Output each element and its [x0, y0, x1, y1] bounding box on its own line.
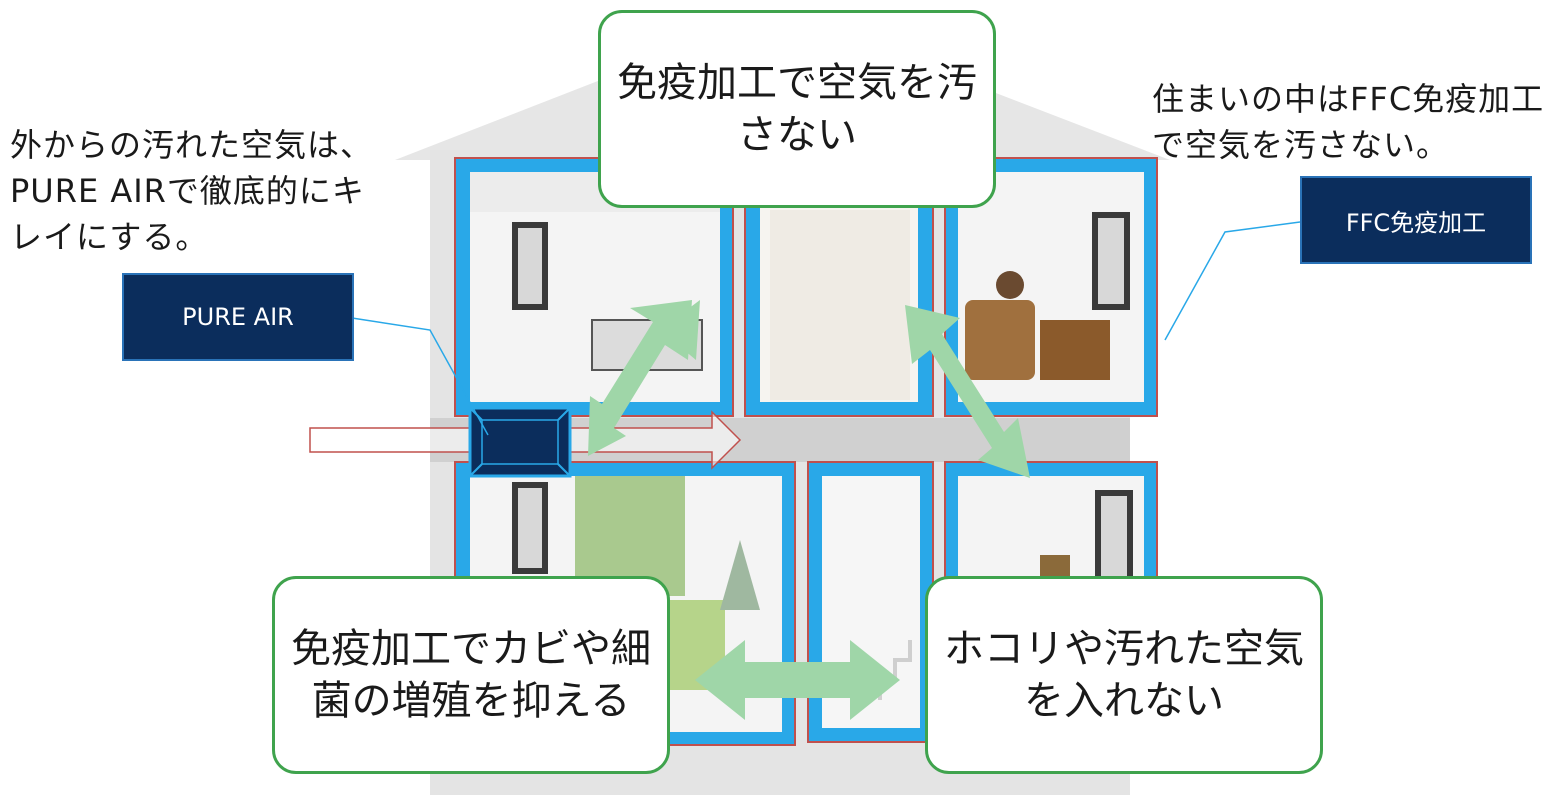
callout-bottom-right: ホコリや汚れた空気を入れない: [925, 576, 1323, 774]
callout-bottom-left: 免疫加工でカビや細菌の増殖を抑える: [272, 576, 670, 774]
callout-top-text: 免疫加工で空気を汚さない: [617, 60, 977, 158]
leader-line-pure-air: [351, 317, 489, 436]
green-arrow-right-diagonal: [905, 305, 1030, 478]
note-left: 外からの汚れた空気は、PURE AIRで徹底的にキレイにする。: [10, 126, 374, 256]
armchair: [965, 300, 1035, 380]
person: [996, 271, 1024, 299]
leader-line-ffc: [1164, 221, 1301, 341]
label-pure-air: PURE AIR: [122, 273, 354, 361]
callout-bottom-right-text: ホコリや汚れた空気を入れない: [944, 626, 1304, 724]
tree: [720, 540, 760, 610]
pure-air-device: [468, 406, 572, 478]
green-arrow-left-diagonal: [588, 300, 700, 456]
lamp-table: [1040, 555, 1070, 577]
label-ffc: FFC免疫加工: [1300, 176, 1532, 264]
label-pure-air-text: PURE AIR: [182, 303, 294, 331]
desk: [1040, 320, 1110, 380]
callout-bottom-left-text: 免疫加工でカビや細菌の増殖を抑える: [291, 626, 651, 724]
room-upper-left: [454, 157, 734, 417]
green-arrow-horizontal: [695, 640, 900, 720]
label-ffc-text: FFC免疫加工: [1345, 208, 1487, 237]
callout-top: 免疫加工で空気を汚さない: [598, 10, 996, 208]
note-right: 住まいの中はFFC免疫加工で空気を汚さない。: [1152, 80, 1545, 164]
room-upper-right: [944, 157, 1158, 417]
